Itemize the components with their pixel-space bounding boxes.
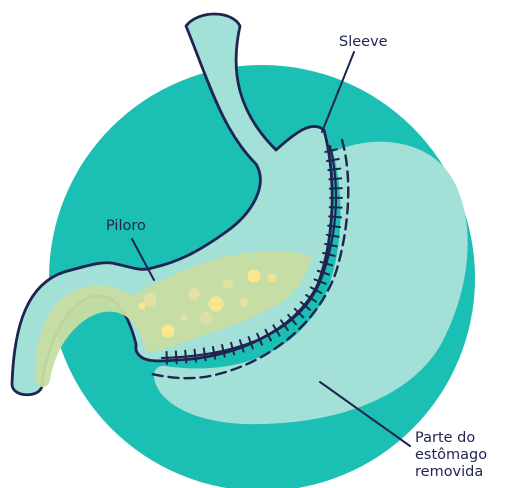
bubble [223,279,233,289]
removed-part-label: Parte do estômago removida [415,430,487,481]
staple-tick [176,351,177,363]
staple-tick [330,207,342,208]
bubble [181,315,188,322]
piloro-label: Piloro [106,218,146,235]
bubble [248,270,261,283]
bubble [209,297,224,312]
staple-tick [329,178,341,179]
bubble [240,298,249,307]
staple-tick [195,350,196,362]
bubble [139,303,146,310]
staple-tick [329,216,341,217]
bubble [144,294,157,307]
bubble [268,274,277,283]
bubble [162,325,175,338]
bubble [188,288,200,300]
bubble [200,312,213,325]
sleeve-label: Sleeve [339,34,388,51]
staple-tick [185,351,186,363]
